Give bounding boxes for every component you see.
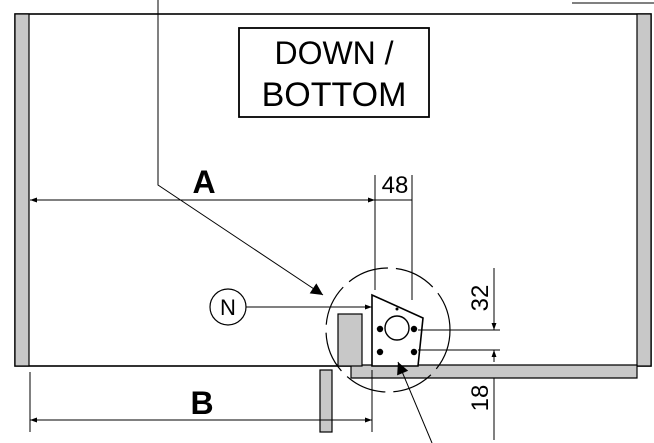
- screw-hole: [376, 325, 384, 333]
- right-side-panel: [636, 13, 652, 367]
- dimension-b-label: B: [190, 385, 213, 421]
- lower-panel: [319, 369, 333, 433]
- leader-line-bottom: [397, 361, 433, 443]
- dimension-48-label: 48: [382, 172, 409, 199]
- bracket-center-hole: [384, 315, 410, 341]
- dimension-b: B: [29, 370, 373, 432]
- title-line-1: DOWN /: [274, 35, 393, 71]
- leader-line-top: [157, 0, 324, 296]
- left-side-panel: [14, 13, 30, 367]
- dimension-32-label: 32: [467, 285, 494, 312]
- dimension-48: 48: [374, 172, 413, 300]
- vertical-post: [337, 313, 363, 367]
- dimension-a-label: A: [192, 164, 215, 200]
- callout-n-label: N: [220, 295, 236, 320]
- screw-hole: [410, 325, 418, 333]
- hinge-bracket: [371, 293, 424, 367]
- bottom-rail: [337, 364, 638, 379]
- dimension-a: A: [30, 164, 375, 203]
- title-box: DOWN / BOTTOM: [238, 27, 430, 118]
- callout-n: N: [209, 288, 372, 326]
- dimension-32: 32: [418, 268, 500, 362]
- dimension-18: 18: [467, 378, 495, 440]
- screw-hole: [410, 348, 418, 356]
- screw-hole: [376, 348, 384, 356]
- title-line-2: BOTTOM: [262, 76, 407, 114]
- dimension-18-label: 18: [467, 385, 494, 412]
